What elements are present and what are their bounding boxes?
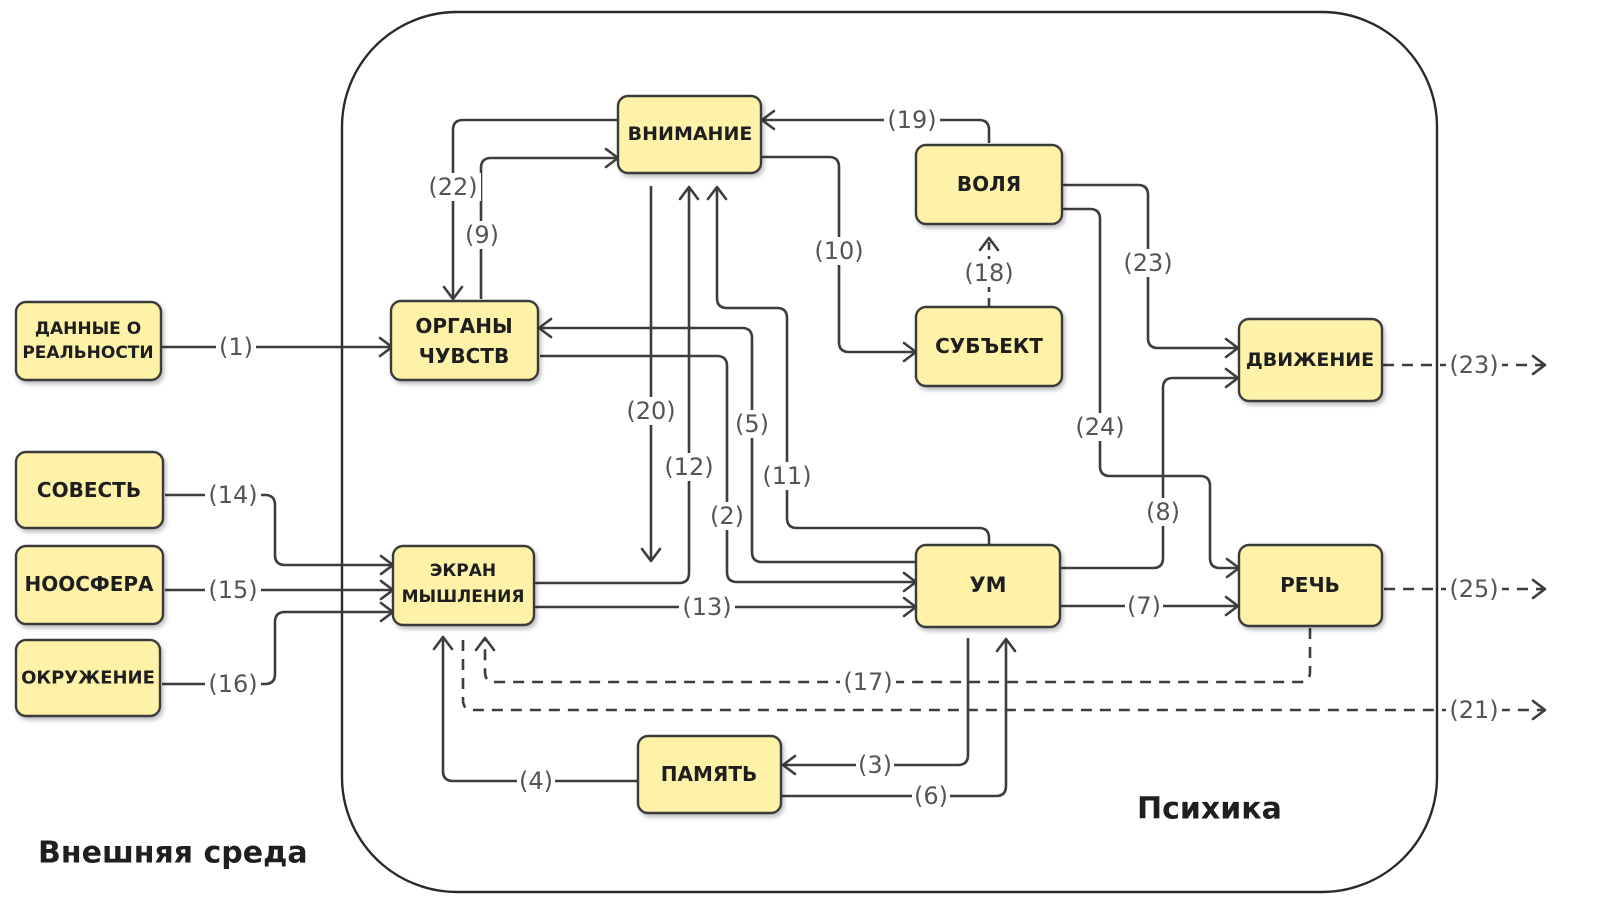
node-conscience-label: СОВЕСТЬ [37, 478, 141, 502]
edge-8 [1061, 367, 1240, 570]
node-mind-label: УМ [969, 573, 1006, 597]
edge-20 [640, 186, 662, 563]
edge-label-22: (22) [428, 173, 477, 201]
edge-17 [474, 628, 1312, 684]
edge-label-6: (6) [914, 782, 948, 810]
node-subject: СУБЪЕКТ [914, 305, 1064, 388]
node-noosphere-label: НООСФЕРА [24, 572, 154, 596]
edge-label-25: (25) [1449, 575, 1498, 603]
node-conscience: СОВЕСТЬ [14, 450, 165, 530]
edge-label-23-out: (23) [1449, 351, 1498, 379]
edge-6 [782, 637, 1017, 798]
node-environment: ОКРУЖЕНИЕ [14, 638, 162, 718]
region-psyche-title: Психика [1137, 792, 1282, 827]
node-will: ВОЛЯ [914, 143, 1064, 226]
edge-label-17: (17) [843, 668, 892, 696]
edge-label-10: (10) [814, 237, 863, 265]
edge-label-12: (12) [664, 453, 713, 481]
node-senses: ОРГАНЫ ЧУВСТВ [389, 299, 540, 382]
node-noosphere: НООСФЕРА [14, 544, 165, 626]
node-senses-line2: ЧУВСТВ [419, 344, 509, 368]
edge-14 [165, 493, 395, 576]
node-memory-label: ПАМЯТЬ [661, 762, 757, 786]
edge-label-23: (23) [1123, 249, 1172, 277]
edge-label-5: (5) [735, 410, 769, 438]
node-data-reality-line1: ДАННЫЕ О [35, 319, 141, 339]
edge-label-7: (7) [1127, 592, 1161, 620]
edge-label-3: (3) [858, 751, 892, 779]
node-attention: ВНИМАНИЕ [616, 94, 763, 175]
edge-19 [760, 109, 991, 143]
edge-4 [432, 635, 637, 783]
edge-label-1: (1) [219, 333, 253, 361]
node-speech: РЕЧЬ [1237, 543, 1384, 628]
edge-label-16: (16) [208, 670, 257, 698]
node-mind: УМ [914, 543, 1062, 629]
edge-2 [540, 354, 918, 593]
edge-9 [479, 147, 620, 299]
edge-label-8: (8) [1146, 498, 1180, 526]
edge-1 [162, 336, 394, 358]
node-senses-line1: ОРГАНЫ [415, 314, 512, 338]
edge-label-2: (2) [710, 502, 744, 530]
edge-15 [165, 579, 395, 601]
edge-label-19: (19) [887, 106, 936, 134]
edge-label-15: (15) [208, 576, 257, 604]
node-data-reality-line2: РЕАЛЬНОСТИ [22, 343, 153, 363]
region-outer-title: Внешняя среда [38, 836, 308, 871]
edge-label-18: (18) [964, 259, 1013, 287]
node-movement-label: ДВИЖЕНИЕ [1246, 349, 1374, 371]
edge-labels: (1) (14) (15) (16) (22) (9) (20) (12) (1… [205, 106, 1502, 810]
node-will-label: ВОЛЯ [957, 172, 1021, 196]
edge-label-13: (13) [682, 593, 731, 621]
edge-label-24: (24) [1075, 413, 1124, 441]
node-speech-label: РЕЧЬ [1280, 573, 1340, 597]
node-environment-label: ОКРУЖЕНИЕ [21, 668, 155, 689]
node-subject-label: СУБЪЕКТ [935, 334, 1043, 358]
edge-label-11: (11) [762, 462, 811, 490]
edge-21 [461, 640, 1547, 721]
edge-12 [535, 185, 700, 585]
edge-label-14: (14) [208, 481, 257, 509]
node-attention-label: ВНИМАНИЕ [628, 123, 753, 145]
node-memory: ПАМЯТЬ [636, 734, 783, 815]
edge-label-4: (4) [519, 767, 553, 795]
node-screen-line2: МЫШЛЕНИЯ [402, 587, 525, 607]
edge-label-9: (9) [465, 221, 499, 249]
edge-11 [706, 185, 991, 545]
node-movement: ДВИЖЕНИЕ [1237, 317, 1384, 403]
node-screen: ЭКРАН МЫШЛЕНИЯ [391, 544, 536, 627]
edge-label-21: (21) [1449, 696, 1498, 724]
edge-3 [781, 638, 970, 776]
node-data-reality: ДАННЫЕ О РЕАЛЬНОСТИ [14, 300, 163, 382]
node-screen-line1: ЭКРАН [430, 561, 496, 581]
edge-label-20: (20) [626, 397, 675, 425]
psyche-region [340, 10, 1439, 894]
edge-16 [162, 601, 395, 686]
edge-22 [442, 118, 618, 301]
